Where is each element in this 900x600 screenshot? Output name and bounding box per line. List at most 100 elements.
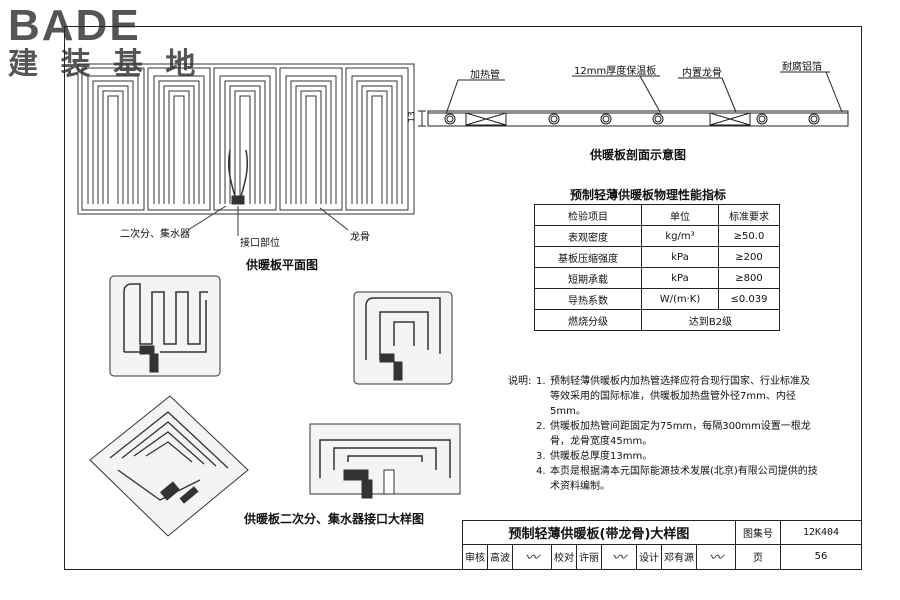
plan-outline bbox=[77, 63, 415, 215]
header-unit: 单位 bbox=[641, 204, 719, 226]
leader-keel bbox=[319, 207, 349, 231]
table-row: 基板压缩强度 kPa ≥200 bbox=[534, 246, 780, 268]
table-cell: kPa bbox=[641, 267, 719, 289]
plan-heating-loop bbox=[351, 75, 403, 204]
note-number: 3. bbox=[536, 451, 546, 462]
callout-joint: 接口部位 bbox=[240, 238, 280, 249]
label-insulation-board: 12mm厚度保温板 bbox=[574, 66, 657, 77]
leader-insulation bbox=[639, 75, 661, 113]
table-cell: kPa bbox=[641, 246, 719, 268]
leader-collector bbox=[187, 205, 227, 231]
spec-table: 检验项目 单位 标准要求 表观密度 kg/m³ ≥50.0 基板压缩强度 kPa… bbox=[534, 204, 780, 331]
section-pipe-inner bbox=[550, 115, 558, 123]
note-number: 2. bbox=[536, 421, 546, 432]
sign-cell: 许丽 bbox=[576, 543, 602, 571]
note-text: 本页是根据清本元国际能源技术发展(北京)有限公司提供的技术资料编制。 bbox=[550, 466, 818, 492]
plan-panel bbox=[345, 67, 409, 211]
section-board bbox=[427, 110, 849, 127]
note-number: 1. bbox=[536, 376, 546, 387]
signature-designer: 〰 bbox=[696, 543, 736, 571]
label-heating-pipe: 加热管 bbox=[470, 70, 500, 81]
detail-view-3 bbox=[89, 395, 249, 537]
plan-panel bbox=[81, 67, 145, 211]
signature-checker: 〰 bbox=[601, 543, 637, 571]
signature-reviewer: 〰 bbox=[512, 543, 552, 571]
leader-heating-pipe bbox=[445, 79, 459, 115]
header-requirement: 标准要求 bbox=[718, 204, 780, 226]
spec-table-header: 检验项目 单位 标准要求 bbox=[534, 204, 780, 226]
section-pipe-inner bbox=[758, 115, 766, 123]
sign-cell: 高波 bbox=[487, 543, 513, 571]
sign-cell: 审核 bbox=[462, 543, 488, 571]
sign-cell: 校对 bbox=[551, 543, 577, 571]
sign-cell: 邓有源 bbox=[661, 543, 697, 571]
table-row: 燃烧分级 达到B2级 bbox=[534, 309, 780, 331]
section-pipe bbox=[444, 113, 456, 125]
title-block: 预制轻薄供暖板(带龙骨)大样图 图集号 12K404 审核 高波 〰 校对 许丽… bbox=[462, 520, 862, 571]
table-row: 表观密度 kg/m³ ≥50.0 bbox=[534, 225, 780, 247]
notes-block: 说明: 1. 预制轻薄供暖板内加热管选择应符合现行国家、行业标准及等效采用的国际标准… bbox=[508, 374, 818, 494]
plan-panel bbox=[147, 67, 211, 211]
spec-table-title: 预制轻薄供暖板物理性能指标 bbox=[570, 188, 727, 202]
note-number: 4. bbox=[536, 466, 546, 477]
plan-heating-loop bbox=[285, 75, 337, 204]
table-cell: W/(m·K) bbox=[641, 288, 719, 310]
table-row: 短期承载 kPa ≥800 bbox=[534, 267, 780, 289]
section-dimension: 13 bbox=[407, 111, 418, 123]
table-cell: 导热系数 bbox=[534, 288, 642, 310]
header-item: 检验项目 bbox=[534, 204, 642, 226]
logo-brand-text: BADE bbox=[8, 1, 141, 50]
keel-box-1 bbox=[465, 112, 507, 126]
plan-connector-pipes bbox=[227, 149, 249, 201]
table-cell: 燃烧分级 bbox=[534, 309, 642, 331]
section-pipe bbox=[548, 113, 560, 125]
section-view-drawing bbox=[418, 71, 849, 127]
section-caption: 供暖板剖面示意图 bbox=[590, 148, 687, 162]
page-label: 页 bbox=[735, 543, 781, 571]
table-cell: 达到B2级 bbox=[641, 309, 780, 331]
atlas-label: 图集号 bbox=[735, 520, 781, 545]
notes-label: 说明: bbox=[508, 376, 532, 387]
callout-keel: 龙骨 bbox=[350, 232, 370, 243]
section-pipe bbox=[756, 113, 768, 125]
leader-foil bbox=[825, 71, 843, 113]
plan-caption: 供暖板平面图 bbox=[246, 258, 319, 272]
table-cell: ≥50.0 bbox=[718, 225, 780, 247]
plan-panel bbox=[279, 67, 343, 211]
sign-cell: 设计 bbox=[636, 543, 662, 571]
plan-heating-loop bbox=[87, 75, 139, 204]
label-aluminum-foil: 耐腐铝箔 bbox=[782, 62, 822, 73]
table-cell: ≤0.039 bbox=[718, 288, 780, 310]
drawing-frame bbox=[64, 26, 862, 570]
table-cell: kg/m³ bbox=[641, 225, 719, 247]
table-cell: ≥200 bbox=[718, 246, 780, 268]
plan-connector-block bbox=[231, 195, 245, 205]
table-cell: 表观密度 bbox=[534, 225, 642, 247]
plan-heating-loop bbox=[153, 75, 205, 204]
leader-keel-section bbox=[721, 77, 737, 113]
note-text: 预制轻薄供暖板内加热管选择应符合现行国家、行业标准及等效采用的国际标准，供暖板加… bbox=[550, 376, 810, 417]
section-pipe bbox=[600, 113, 612, 125]
page-number: 56 bbox=[780, 543, 862, 571]
table-cell: 基板压缩强度 bbox=[534, 246, 642, 268]
table-row: 导热系数 W/(m·K) ≤0.039 bbox=[534, 288, 780, 310]
section-pipe-inner bbox=[602, 115, 610, 123]
detail-view-2 bbox=[353, 291, 453, 385]
plan-panel bbox=[213, 67, 277, 211]
keel-box-2 bbox=[709, 112, 751, 126]
atlas-number: 12K404 bbox=[780, 520, 862, 545]
table-cell: ≥800 bbox=[718, 267, 780, 289]
detail-view-1 bbox=[109, 275, 221, 377]
table-cell: 短期承载 bbox=[534, 267, 642, 289]
label-built-in-keel: 内置龙骨 bbox=[682, 68, 722, 79]
plan-heating-loop bbox=[219, 75, 271, 204]
section-pipe bbox=[808, 113, 820, 125]
section-pipe-inner bbox=[446, 115, 454, 123]
detail-view-4 bbox=[309, 423, 461, 499]
section-pipe-inner bbox=[654, 115, 662, 123]
note-text: 供暖板加热管间距固定为75mm，每隔300mm设置一根龙骨，龙骨宽度45mm。 bbox=[550, 421, 811, 447]
drawing-title: 预制轻薄供暖板(带龙骨)大样图 bbox=[462, 520, 736, 545]
detail-caption: 供暖板二次分、集水器接口大样图 bbox=[244, 512, 425, 526]
section-pipe bbox=[652, 113, 664, 125]
